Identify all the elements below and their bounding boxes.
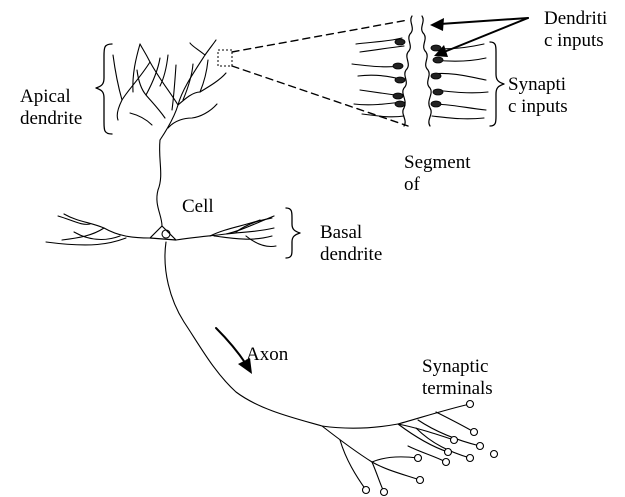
- soma: [150, 226, 176, 240]
- label-cell: Cell: [182, 196, 232, 218]
- basal-dendrite-tree-right: [176, 216, 276, 247]
- axon-trunk: [165, 242, 322, 426]
- label-synaptic-inputs: Synapti c inputs: [508, 74, 598, 122]
- dendrite-segment: [403, 16, 431, 126]
- nucleus: [162, 230, 170, 238]
- label-basal-dendrite-line1: Basal: [320, 222, 406, 244]
- synaptic-boutons: [393, 39, 443, 107]
- label-synaptic-terminals-line2: terminals: [422, 378, 522, 400]
- label-apical-dendrite-line2: dendrite: [20, 108, 104, 130]
- label-dendritic-inputs: Dendriti c inputs: [544, 8, 624, 56]
- label-basal-dendrite-line2: dendrite: [320, 244, 406, 266]
- label-segment-of-line2: of: [404, 174, 500, 196]
- label-basal-dendrite: Basal dendrite: [320, 222, 406, 266]
- zoom-region-box: [218, 50, 232, 66]
- basal-brace: [286, 208, 300, 258]
- apical-trunk: [157, 140, 162, 226]
- axon-terminal-branches: [322, 404, 480, 492]
- label-synaptic-terminals: Synaptic terminals: [422, 356, 522, 400]
- arrowhead-upper: [430, 18, 444, 31]
- label-synaptic-inputs-line2: c inputs: [508, 96, 598, 118]
- label-dendritic-inputs-line1: Dendriti: [544, 8, 624, 30]
- label-synaptic-terminals-line1: Synaptic: [422, 356, 522, 378]
- label-apical-dendrite-line1: Apical: [20, 86, 104, 108]
- label-segment-of-line1: Segment: [404, 152, 500, 174]
- label-axon: Axon: [246, 344, 306, 366]
- zoom-dashed-line-bottom: [232, 66, 408, 126]
- basal-dendrite-tree-left: [46, 214, 150, 245]
- label-synaptic-inputs-line1: Synapti: [508, 74, 598, 96]
- zoom-dashed-line-top: [232, 20, 408, 52]
- label-dendritic-inputs-line2: c inputs: [544, 30, 624, 52]
- label-apical-dendrite: Apical dendrite: [20, 86, 104, 130]
- synaptic-inputs-brace: [490, 42, 504, 126]
- dendritic-inputs-arrows: [440, 18, 528, 52]
- label-segment-of: Segment of: [404, 152, 500, 196]
- axon-direction-arrow: [216, 328, 246, 364]
- apical-dendrite-tree: [113, 40, 226, 140]
- synaptic-input-axons: [352, 38, 488, 119]
